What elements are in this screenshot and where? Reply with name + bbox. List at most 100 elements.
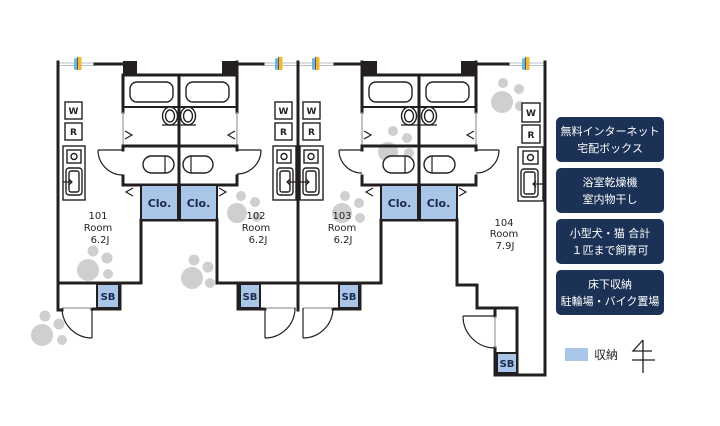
bathtub (129, 81, 174, 103)
closet-label: Clo. (427, 197, 451, 210)
bathtub (425, 81, 470, 103)
unit-size: 7.9J (496, 241, 515, 252)
entrance-door (264, 307, 296, 339)
door-mark (218, 187, 228, 197)
toilet (382, 155, 415, 174)
washbasin (161, 106, 197, 126)
door-mark (124, 187, 134, 197)
feature-line: 浴室乾燥機 (582, 175, 638, 189)
door-mark (364, 187, 374, 197)
feature-badge-bathroom-dryer: 浴室乾燥機 室内物干し (556, 168, 664, 213)
door-mark (458, 187, 468, 197)
unit-number: 102 (246, 211, 265, 222)
closet (179, 184, 218, 221)
north-arrow-icon (631, 339, 655, 373)
shoe-box (96, 283, 120, 309)
clothes-hanger-icon (312, 57, 320, 70)
entrance-door (462, 315, 496, 349)
bathtub (368, 81, 413, 103)
kitchen (62, 145, 86, 201)
clothes-hanger-icon (275, 57, 283, 70)
fridge-space (302, 122, 321, 141)
shoe-box-label: SB (101, 292, 116, 303)
feature-line: 床下収納 (588, 277, 632, 291)
unit-101: SB W R 101 Room 6.2J (56, 60, 143, 339)
washer-label: W (279, 107, 289, 117)
feature-line: 小型犬・猫 合計 (569, 226, 651, 240)
kitchen (299, 145, 324, 201)
bathroom-door (338, 149, 363, 174)
washer-space (521, 102, 541, 123)
door-mark (465, 130, 475, 140)
paw-print-icon (77, 245, 113, 281)
feature-line: 室内物干し (582, 192, 638, 206)
fridge-label: R (308, 128, 315, 138)
shoe-box-label: SB (500, 359, 515, 370)
washer-space (302, 101, 321, 120)
door-mark (124, 130, 134, 140)
closet (380, 184, 419, 221)
feature-line: 無料インターネット (560, 124, 660, 138)
washer-label: W (526, 109, 536, 119)
toilet (423, 155, 456, 174)
unit-type: Room (328, 223, 356, 234)
bathtub (185, 81, 230, 103)
washer-label: W (307, 107, 317, 117)
unit-number: 104 (494, 218, 513, 229)
fridge-space (521, 124, 541, 144)
paw-print-icon (181, 254, 215, 289)
closet-label: Clo. (148, 197, 172, 210)
shoe-box-label: SB (243, 292, 258, 303)
fridge-space (274, 122, 293, 141)
kitchen (272, 145, 297, 201)
feature-line: １匹まで飼育可 (571, 243, 649, 257)
toilet (142, 155, 175, 174)
feature-badge-storage-parking: 床下収納 駐輪場・バイク置場 (556, 270, 664, 315)
unit-102: SB W R 102 Room 6.2J (215, 62, 300, 339)
closet (419, 184, 458, 221)
closet-label: Clo. (388, 197, 412, 210)
bathroom-door (475, 149, 500, 174)
door-mark (363, 130, 373, 140)
shoe-box (496, 352, 518, 374)
shoe-box (239, 283, 261, 309)
bathroom-door (236, 149, 262, 175)
legend-storage-swatch (565, 348, 588, 361)
unit-size: 6.2J (91, 235, 110, 246)
feature-badge-internet: 無料インターネット 宅配ボックス (556, 117, 664, 162)
toilet (182, 155, 214, 174)
pillar (123, 61, 137, 75)
fridge-label: R (528, 131, 535, 141)
pillar (222, 61, 237, 75)
unit-103: SB W R 103 Room 6.2J (296, 62, 383, 339)
pillar (362, 61, 377, 75)
washer-label: W (69, 107, 79, 117)
paw-print-icon (227, 191, 262, 223)
paw-print-icon (491, 78, 525, 113)
shoe-box (338, 283, 360, 309)
bathroom-block: Clo. Clo. (338, 60, 500, 222)
bathroom-door (97, 149, 124, 176)
unit-104: SB W R 104 Room 7.9J (455, 60, 547, 377)
entrance-door (302, 307, 334, 339)
unit-type: Room (490, 229, 518, 240)
bathroom-block: Clo. Clo. (97, 60, 262, 222)
legend-storage-label: 収納 (594, 348, 619, 362)
unit-type: Room (242, 223, 270, 234)
feature-line: 駐輪場・バイク置場 (560, 294, 660, 308)
washer-space (274, 101, 293, 120)
closet (140, 184, 179, 221)
feature-badge-pets: 小型犬・猫 合計 １匹まで飼育可 (556, 219, 664, 264)
fridge-label: R (70, 128, 77, 138)
closet-label: Clo. (187, 197, 211, 210)
door-mark (226, 130, 236, 140)
unit-number: 101 (88, 211, 107, 222)
unit-type: Room (84, 223, 112, 234)
clothes-hanger-icon (74, 57, 82, 70)
paw-print-icon (332, 191, 365, 223)
paw-print-icon (31, 310, 67, 346)
washer-space (64, 101, 83, 120)
unit-size: 6.2J (249, 235, 268, 246)
entrance-door (61, 307, 93, 339)
